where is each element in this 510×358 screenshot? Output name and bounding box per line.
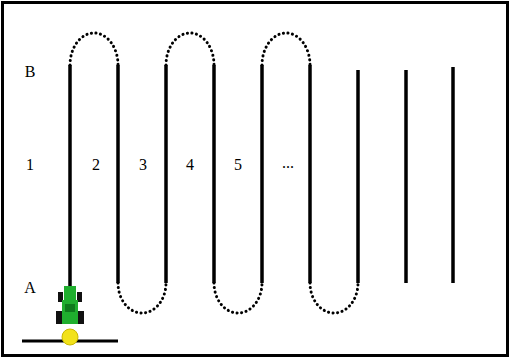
- row-label: ...: [282, 155, 294, 171]
- tractor-icon: [56, 286, 84, 345]
- row-label: 1: [26, 157, 34, 173]
- crop-rows: [70, 65, 453, 290]
- row-label: 3: [139, 157, 147, 173]
- turn-paths: [70, 33, 358, 313]
- row-label: A: [24, 280, 36, 296]
- row-label: B: [25, 64, 36, 80]
- row-label: 2: [92, 157, 100, 173]
- row-label: 5: [234, 157, 242, 173]
- row-label: 4: [186, 157, 194, 173]
- frame: [3, 3, 508, 356]
